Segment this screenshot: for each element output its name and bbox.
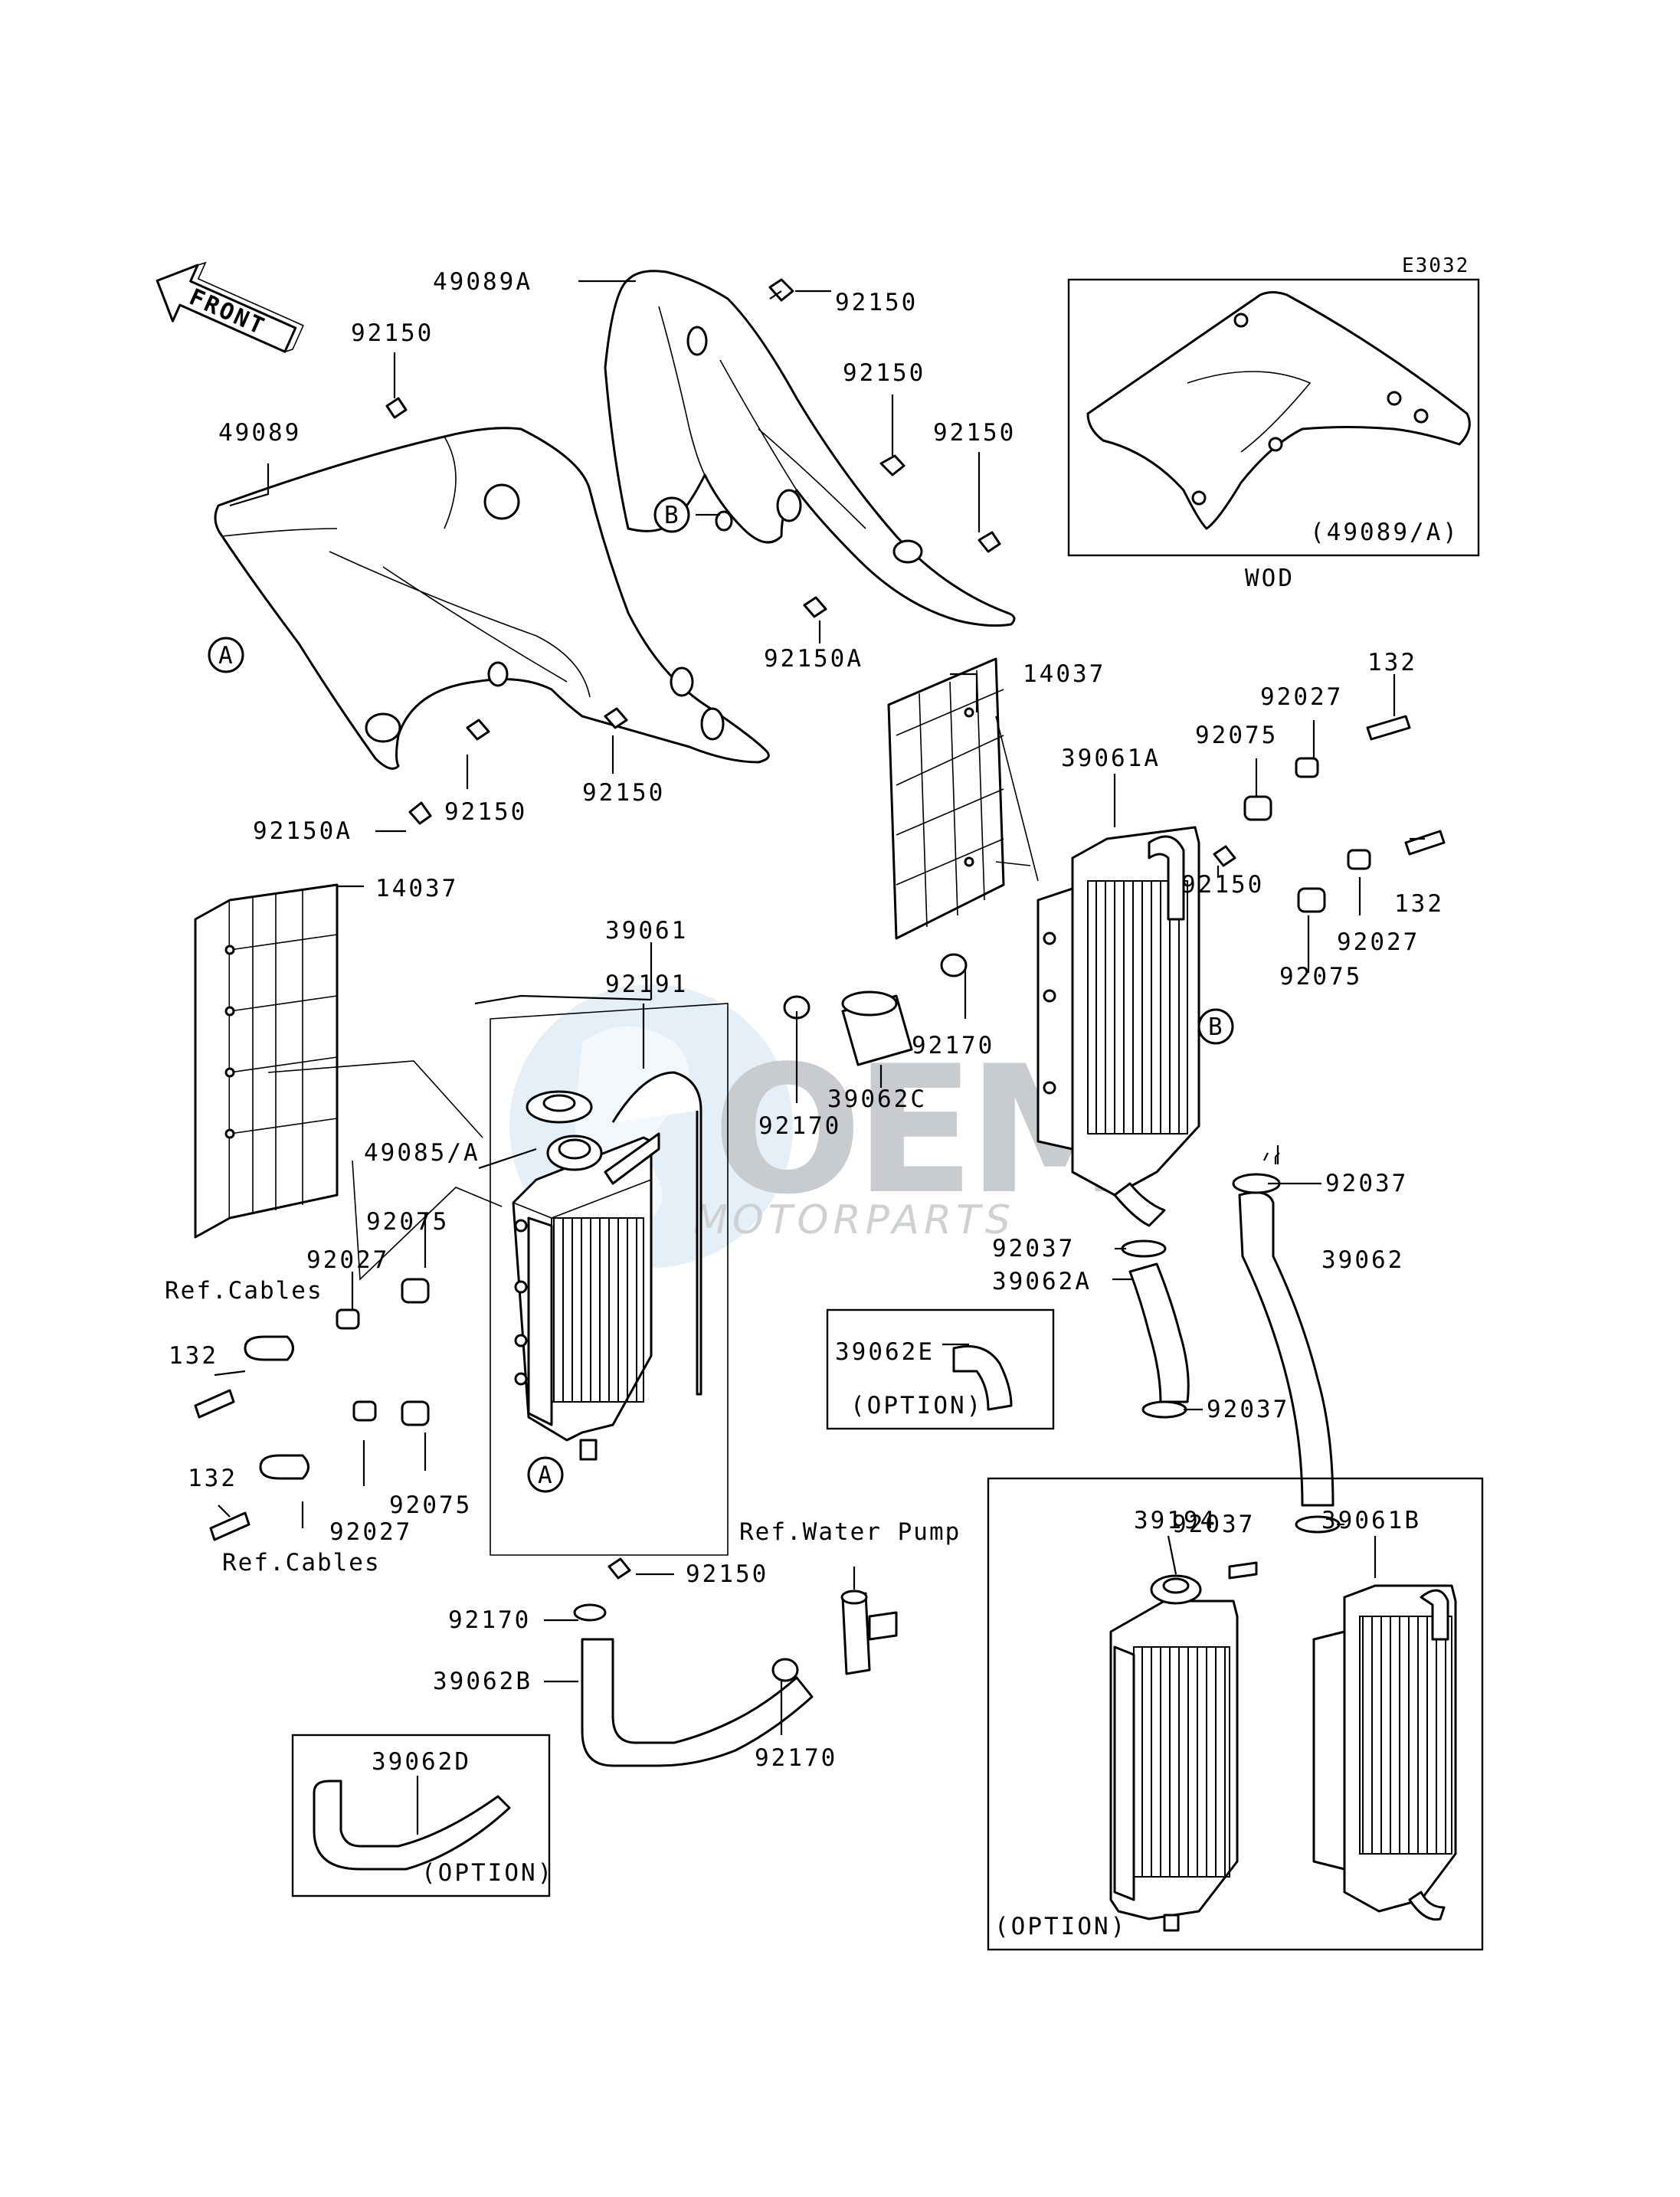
clamp-92170 [573, 953, 968, 1682]
svg-text:A: A [538, 1462, 552, 1489]
label-92037: 92037 [1172, 1511, 1255, 1538]
label-92027: 92027 [1337, 928, 1420, 956]
callout-B-1: B [653, 496, 690, 533]
label-ref-cables: Ref.Cables [165, 1277, 323, 1305]
part-labels: 49089A 92150 92150 92150 92150 49089 921… [165, 268, 1444, 1772]
radiator-louver-14037-left [194, 883, 339, 1239]
watermark-sub: MOTORPARTS [693, 1197, 1015, 1243]
clamp-92037 [1121, 1173, 1341, 1534]
label-92170: 92170 [448, 1606, 531, 1634]
cable-clamp [244, 1335, 309, 1480]
label-92075: 92075 [1195, 722, 1278, 749]
collar-92027 [336, 757, 1371, 1422]
label-39062B: 39062B [433, 1668, 532, 1695]
water-pump-fitting [840, 1590, 898, 1675]
label-92150: 92150 [1181, 871, 1264, 899]
label-92150: 92150 [582, 779, 665, 807]
option-39062E-text: (OPTION) [850, 1392, 983, 1419]
label-39061: 39061 [605, 917, 688, 945]
label-92170: 92170 [758, 1112, 841, 1140]
option-39062D-text: (OPTION) [421, 1859, 554, 1887]
bolt-92150 [385, 278, 1236, 1580]
svg-text:B: B [664, 502, 679, 529]
label-49089A: 49089A [433, 268, 532, 296]
radiator-39061A [1036, 826, 1200, 1227]
shroud-49089A [604, 270, 1016, 627]
label-92150: 92150 [843, 359, 925, 387]
label-92075: 92075 [389, 1491, 472, 1519]
label-92150: 92150 [686, 1560, 768, 1588]
label-49085A: 49085/A [364, 1139, 480, 1167]
hose-39062C [841, 990, 913, 1066]
radiator-39061 [512, 1132, 660, 1461]
shroud-49089 [214, 427, 770, 770]
callout-A-1: A [208, 637, 244, 673]
label-39062A: 39062A [992, 1268, 1092, 1295]
label-92027: 92027 [329, 1518, 412, 1546]
label-92150: 92150 [444, 798, 527, 826]
label-39061A: 39061A [1061, 745, 1161, 772]
svg-text:B: B [1208, 1013, 1223, 1041]
wod-caption: WOD [1245, 565, 1295, 592]
label-39062C: 39062C [827, 1085, 927, 1113]
label-92150: 92150 [933, 419, 1016, 447]
radiator-cap-49085A [526, 1090, 593, 1124]
label-92037: 92037 [992, 1235, 1075, 1262]
leader-lines [214, 280, 1425, 1735]
wod-inset-box: (49089/A) WOD [1067, 278, 1480, 592]
callout-B-2: B [1197, 1008, 1234, 1045]
option-39061B-label: 39061B [1321, 1507, 1421, 1534]
label-132: 132 [188, 1465, 237, 1492]
option-39062E-label: 39062E [835, 1338, 935, 1366]
label-92150A: 92150A [253, 817, 352, 845]
label-92150: 92150 [835, 289, 918, 316]
wod-part-label: (49089/A) [1310, 519, 1459, 546]
hose-39062 [1238, 1191, 1335, 1507]
callout-A-2: A [527, 1456, 564, 1493]
option-39194-label: 39194 [1134, 1507, 1217, 1534]
label-92027: 92027 [1260, 683, 1343, 711]
option-box-39062D: 39062D (OPTION) [291, 1734, 554, 1897]
label-49089: 49089 [218, 419, 301, 447]
label-14037: 14037 [375, 875, 458, 902]
shroud-49089A-wod-drawing [1086, 291, 1471, 530]
label-132: 132 [1394, 890, 1444, 918]
label-92170: 92170 [755, 1744, 837, 1772]
overflow-hose-92191 [611, 1071, 702, 1396]
option-box-39062E: 39062E (OPTION) [826, 1308, 1055, 1430]
bolt-132 [194, 715, 1446, 1541]
radiator-louver-14037-right [887, 657, 1005, 940]
diagram-code: E3032 [1402, 254, 1469, 277]
radiator-39061B [1312, 1584, 1457, 1921]
svg-text:A: A [218, 642, 233, 670]
label-92037: 92037 [1207, 1396, 1289, 1423]
option-39062D-label: 39062D [372, 1748, 471, 1776]
label-132: 132 [1367, 649, 1417, 676]
label-39062: 39062 [1321, 1246, 1404, 1274]
label-92170: 92170 [912, 1032, 994, 1059]
radiator-39194 [1109, 1561, 1258, 1932]
hose-39062B [581, 1638, 814, 1767]
label-92075: 92075 [366, 1208, 449, 1236]
front-direction-arrow: FRONT [156, 261, 304, 353]
label-92027: 92027 [306, 1246, 389, 1274]
option-radiators-text: (OPTION) [994, 1913, 1127, 1940]
label-92191: 92191 [605, 971, 688, 998]
label-92150: 92150 [351, 319, 434, 347]
label-92037: 92037 [1325, 1170, 1408, 1197]
label-ref-cables: Ref.Cables [222, 1549, 381, 1577]
hose-39062A [1128, 1262, 1190, 1403]
label-14037: 14037 [1023, 660, 1105, 688]
label-ref-water-pump: Ref.Water Pump [739, 1518, 961, 1546]
label-92075: 92075 [1279, 963, 1362, 990]
grommet-92075 [401, 795, 1326, 1426]
option-box-radiators: 39194 39061B (OPTION) [987, 1477, 1484, 1951]
label-132: 132 [169, 1342, 218, 1370]
label-92150A: 92150A [764, 645, 863, 673]
